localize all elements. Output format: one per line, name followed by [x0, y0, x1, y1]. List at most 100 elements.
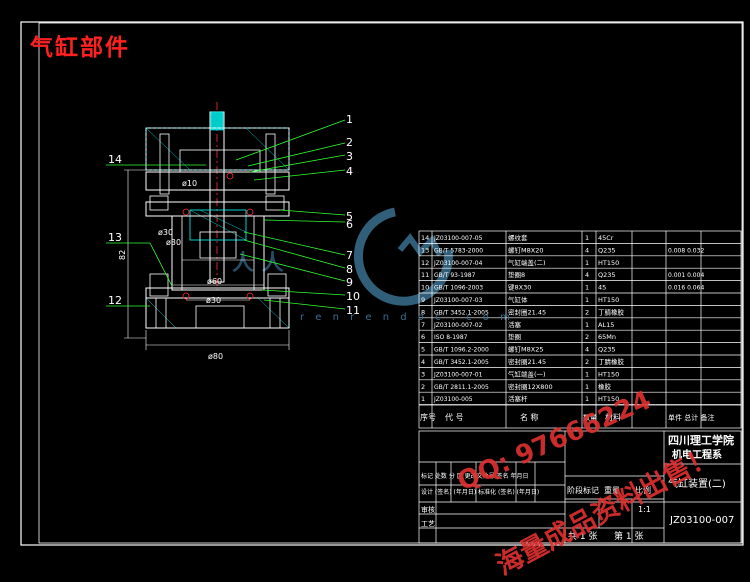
bom-name: 活塞 — [508, 320, 522, 329]
department: 机电工程系 — [672, 448, 722, 461]
ratio-label: 比例 — [635, 485, 651, 495]
bom-qty: 2 — [585, 333, 589, 341]
bom-material: Q235 — [598, 246, 616, 254]
sheet-current: 第 1 张 — [614, 530, 643, 542]
bom-material: 45Cr — [598, 234, 614, 242]
bom-qty: 4 — [585, 271, 589, 279]
dim-d30: ø30 — [166, 238, 181, 247]
bom-code: JZ03100-005 — [433, 396, 473, 403]
callout-number: 12 — [108, 294, 122, 307]
bom-name: 键8X30 — [508, 283, 531, 292]
bom-header-note: 单件 总计 备注 — [668, 413, 714, 422]
bom-code: ISO 8-1987 — [434, 334, 468, 341]
bom-note: 0.001 0.004 — [668, 272, 704, 279]
bom-name: 活塞杆 — [508, 394, 528, 403]
bom-qty: 1 — [585, 370, 589, 378]
bom-material: 丁腈橡胶 — [598, 307, 625, 316]
bom-qty: 1 — [585, 321, 589, 329]
bom-material: HT150 — [598, 370, 619, 378]
callout-number: 8 — [346, 263, 353, 276]
bom-no: 9 — [421, 296, 425, 304]
bom-material: HT150 — [598, 395, 619, 403]
bom-header-qty: 数量 — [583, 413, 597, 422]
outer-frame — [20, 21, 744, 546]
dim-d30: ø30 — [206, 296, 221, 305]
leader-lines — [106, 119, 346, 310]
bom-material: Q235 — [598, 271, 616, 279]
bom-no: 12 — [421, 259, 429, 267]
bom-no: 8 — [421, 308, 425, 316]
bom-no: 14 — [421, 234, 429, 242]
bom-header-no: 序号 — [420, 412, 436, 422]
bom-no: 2 — [421, 383, 425, 391]
bom-code: GB/T 2811.1-2005 — [434, 384, 489, 391]
callout-number: 5 — [346, 210, 353, 223]
dim-d10: ø10 — [182, 179, 197, 188]
cad-drawing: 人 人 — [20, 21, 744, 546]
callout-number: 10 — [346, 290, 360, 303]
dim-d60: ø60 — [207, 277, 222, 286]
bom-name: 螺钉M8X20 — [508, 245, 543, 254]
bom-name: 气缸端盖(二) — [508, 258, 546, 267]
bom-header-material: 材料 — [605, 412, 621, 422]
bom-no: 10 — [421, 284, 429, 292]
bom-qty: 1 — [585, 383, 589, 391]
bom-qty: 1 — [585, 395, 589, 403]
bom-name: 密封圈12X800 — [508, 382, 553, 391]
bom-material: 橡胶 — [598, 382, 612, 391]
bom-no: 7 — [421, 321, 425, 329]
callout-number: 1 — [346, 113, 353, 126]
bom-name: 密封圈21.45 — [508, 357, 546, 366]
bom-code: JZ03100-007-05 — [433, 235, 483, 242]
title-row-3: 审核 — [421, 505, 435, 514]
watermark-logo: 人 人 — [232, 207, 453, 306]
dim-d80: ø80 — [208, 352, 223, 361]
bom-no: 11 — [421, 271, 429, 279]
callout-number: 6 — [346, 218, 353, 231]
watermark-site: r e n r e n d o c . c o m — [300, 312, 514, 323]
bom-code: JZ03100-007-02 — [433, 322, 483, 329]
bom-no: 4 — [421, 358, 425, 366]
bom-material: 45 — [598, 284, 606, 292]
dim-d30: ø30 — [158, 228, 173, 237]
drawing-name: 气缸装置(二) — [668, 477, 726, 490]
bom-code: GB/T 1096.2-2000 — [434, 347, 489, 354]
title-row-4: 工艺 — [421, 520, 435, 528]
bom-name: 气缸端盖(一) — [508, 369, 546, 378]
stage-label: 阶段标记 — [567, 485, 599, 495]
title-block — [418, 430, 742, 544]
callout-number: 2 — [346, 136, 353, 149]
bom-qty: 4 — [585, 246, 589, 254]
bom-name: 密封圈21.45 — [508, 307, 546, 316]
cylinder-assembly — [124, 102, 290, 350]
bom-header-name: 名 称 — [520, 412, 539, 422]
bom-qty: 2 — [585, 308, 589, 316]
callout-number: 7 — [346, 249, 353, 262]
bom-qty: 1 — [585, 234, 589, 242]
bom-code: JZ03100-007-03 — [433, 297, 483, 304]
sheet-total: 共 1 张 — [568, 531, 597, 542]
bom-code: GB/T 1096-2003 — [434, 285, 483, 292]
bom-no: 5 — [421, 346, 425, 354]
school-name: 四川理工学院 — [668, 433, 734, 447]
title-row-1: 标记 处数 分 区 更改文件号 签名 年月日 — [421, 472, 528, 480]
cylinder-body — [171, 215, 265, 291]
callout-number: 4 — [346, 165, 353, 178]
bom-header-code: 代 号 — [445, 412, 464, 422]
piston — [189, 209, 247, 241]
bom-material: 丁腈橡胶 — [598, 357, 625, 366]
bom-code: JZ03100-007-01 — [433, 371, 483, 378]
bom-name: 垫圈 — [508, 332, 521, 341]
bom-no: 1 — [421, 395, 425, 403]
drawing-canvas: 人 人 — [20, 21, 744, 546]
bom-code: GB/T 93-1987 — [434, 272, 476, 279]
bom-code: GB/T 3452.1-2005 — [434, 309, 489, 316]
bom-code: GB/T 5783-2000 — [434, 247, 483, 254]
bom-qty: 2 — [585, 358, 589, 366]
bom-qty: 4 — [585, 346, 589, 354]
bom-no: 13 — [421, 246, 429, 254]
bom-material: HT150 — [598, 296, 619, 304]
